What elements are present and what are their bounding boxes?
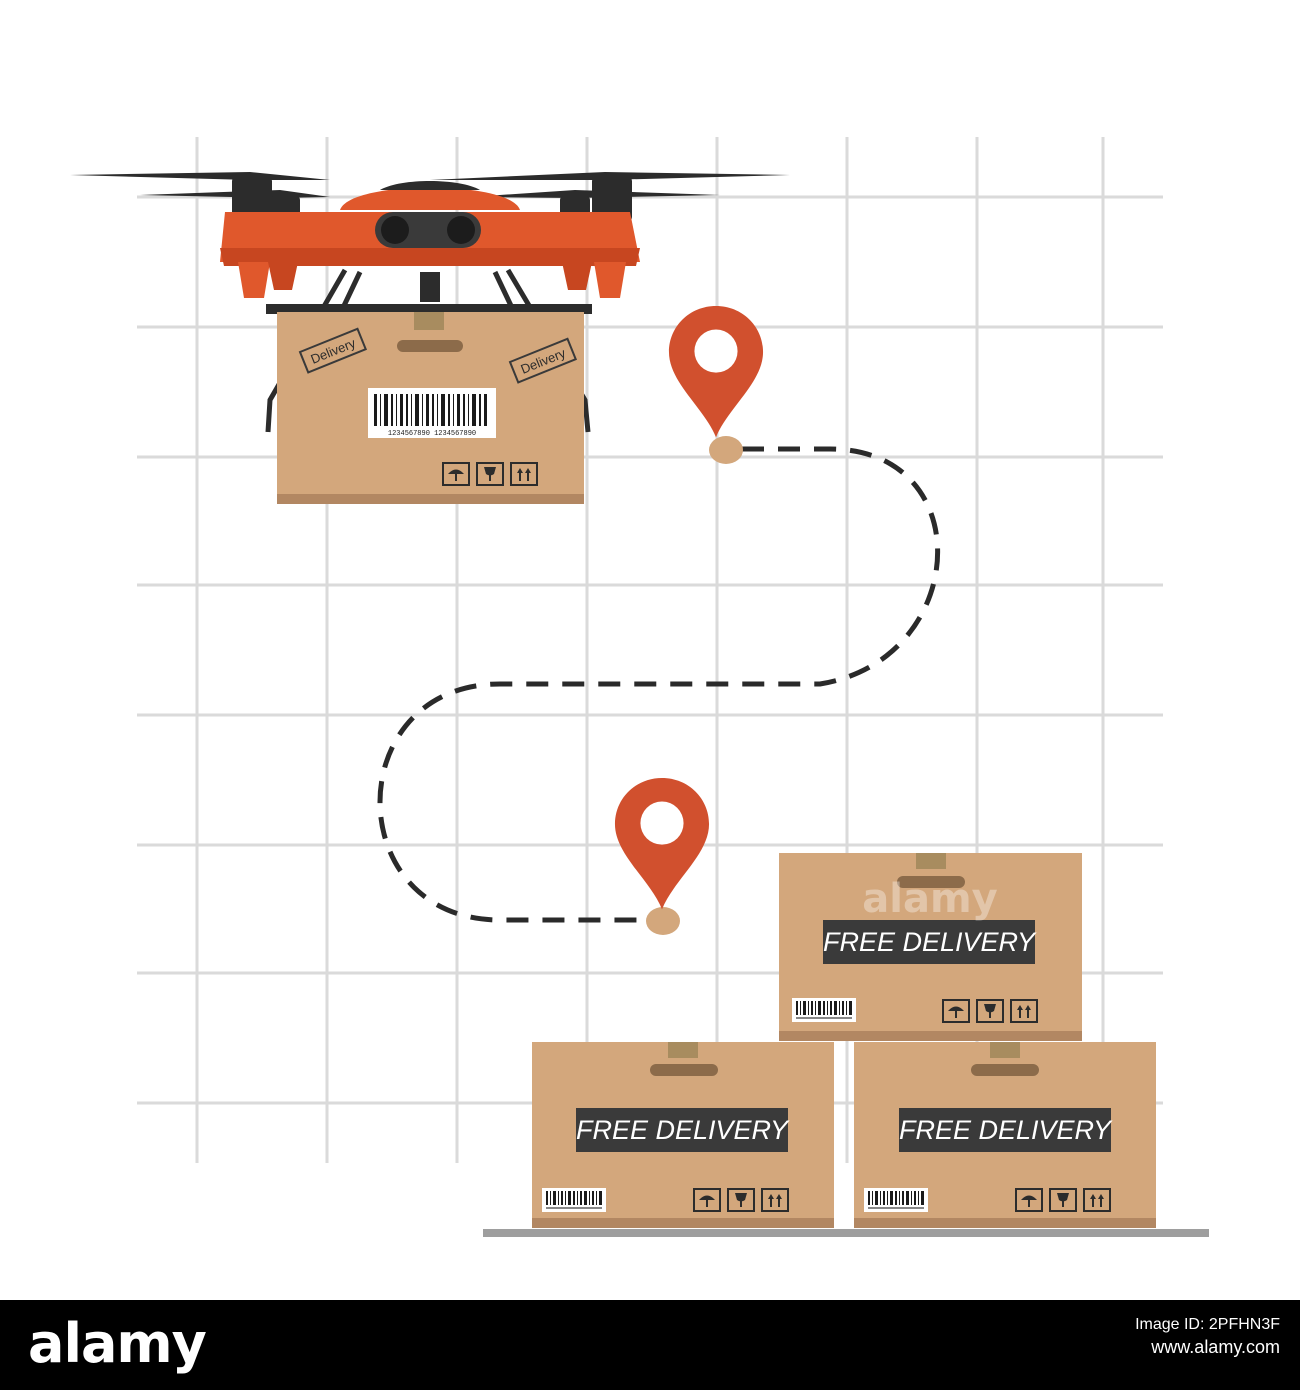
image-id: Image ID: 2PFHN3F [1135,1316,1280,1333]
site-url: www.alamy.com [1151,1337,1280,1357]
delivery-route-path [377,446,941,923]
footer-bar: alamy Image ID: 2PFHN3F www.alamy.com [0,1300,1300,1390]
drone-delivery-illustration: Delivery Delivery 1234567890 1234567890 [70,137,1209,1237]
pallet-base [483,1229,1209,1237]
barcode-mini-right [864,1188,928,1212]
footer-logo: alamy [28,1312,207,1375]
stacked-box-left: FREE DELIVERY [532,1042,834,1228]
free-delivery-label-left: FREE DELIVERY [576,1115,790,1145]
footer-image-info: Image ID: 2PFHN3F www.alamy.com [1135,1314,1280,1358]
watermark: alamy [862,876,997,922]
stacked-box-top: FREE DELIVERY [779,853,1082,1041]
barcode-mini-top [792,998,856,1022]
barcode-mini-left [542,1188,606,1212]
free-delivery-label-right: FREE DELIVERY [899,1115,1113,1145]
barcode-label: 1234567890 1234567890 [368,388,496,438]
destination-location-pin-icon [614,778,710,935]
drone-carried-package: Delivery Delivery 1234567890 1234567890 [277,312,584,504]
barcode-number: 1234567890 1234567890 [388,430,476,438]
stacked-box-right: FREE DELIVERY [854,1042,1156,1228]
origin-location-pin-icon [668,306,764,464]
free-delivery-label-top: FREE DELIVERY [823,927,1037,957]
delivery-drone [70,172,790,433]
